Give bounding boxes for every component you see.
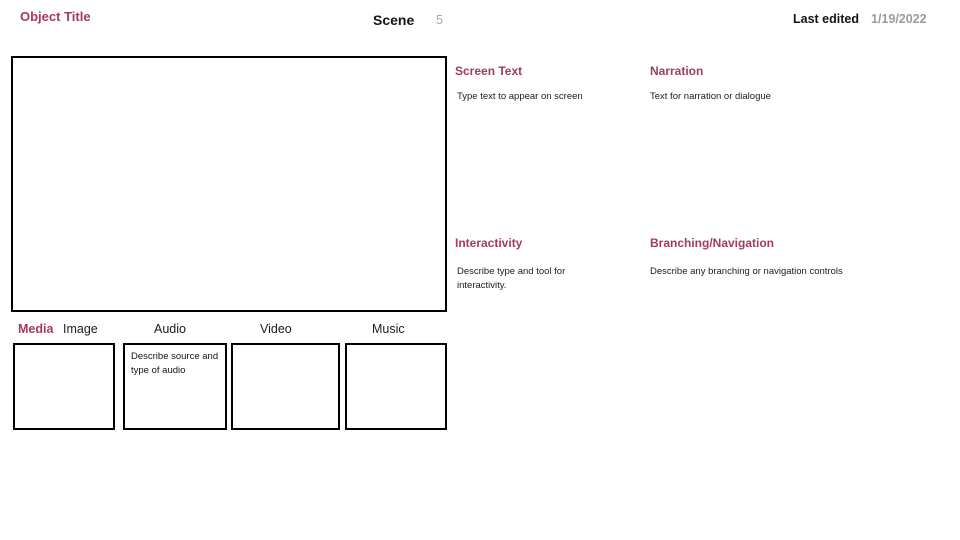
media-section-label: Media bbox=[18, 322, 54, 336]
scene-image-placeholder[interactable] bbox=[11, 56, 447, 312]
media-label-music: Music bbox=[372, 322, 405, 336]
interactivity-placeholder[interactable]: Describe type and tool for interactivity… bbox=[457, 266, 566, 291]
media-label-image: Image bbox=[63, 322, 98, 336]
branching-navigation-heading: Branching/Navigation bbox=[650, 236, 775, 250]
media-box-music[interactable] bbox=[345, 343, 447, 430]
screen-text-placeholder[interactable]: Type text to appear on screen bbox=[457, 91, 583, 102]
scene-label: Scene bbox=[373, 12, 415, 28]
narration-placeholder[interactable]: Text for narration or dialogue bbox=[650, 91, 771, 102]
media-label-audio: Audio bbox=[154, 322, 186, 336]
media-box-audio[interactable]: Describe source and type of audio bbox=[123, 343, 227, 430]
screen-text-heading: Screen Text bbox=[455, 64, 523, 78]
media-box-video[interactable] bbox=[231, 343, 340, 430]
branching-navigation-placeholder[interactable]: Describe any branching or navigation con… bbox=[650, 266, 843, 277]
media-label-video: Video bbox=[260, 322, 292, 336]
last-edited-date: 1/19/2022 bbox=[871, 12, 927, 26]
media-box-image[interactable] bbox=[13, 343, 115, 430]
narration-heading: Narration bbox=[650, 64, 704, 78]
object-title: Object Title bbox=[20, 9, 91, 24]
interactivity-heading: Interactivity bbox=[455, 236, 523, 250]
scene-number: 5 bbox=[436, 13, 443, 27]
last-edited-label: Last edited bbox=[793, 12, 859, 26]
